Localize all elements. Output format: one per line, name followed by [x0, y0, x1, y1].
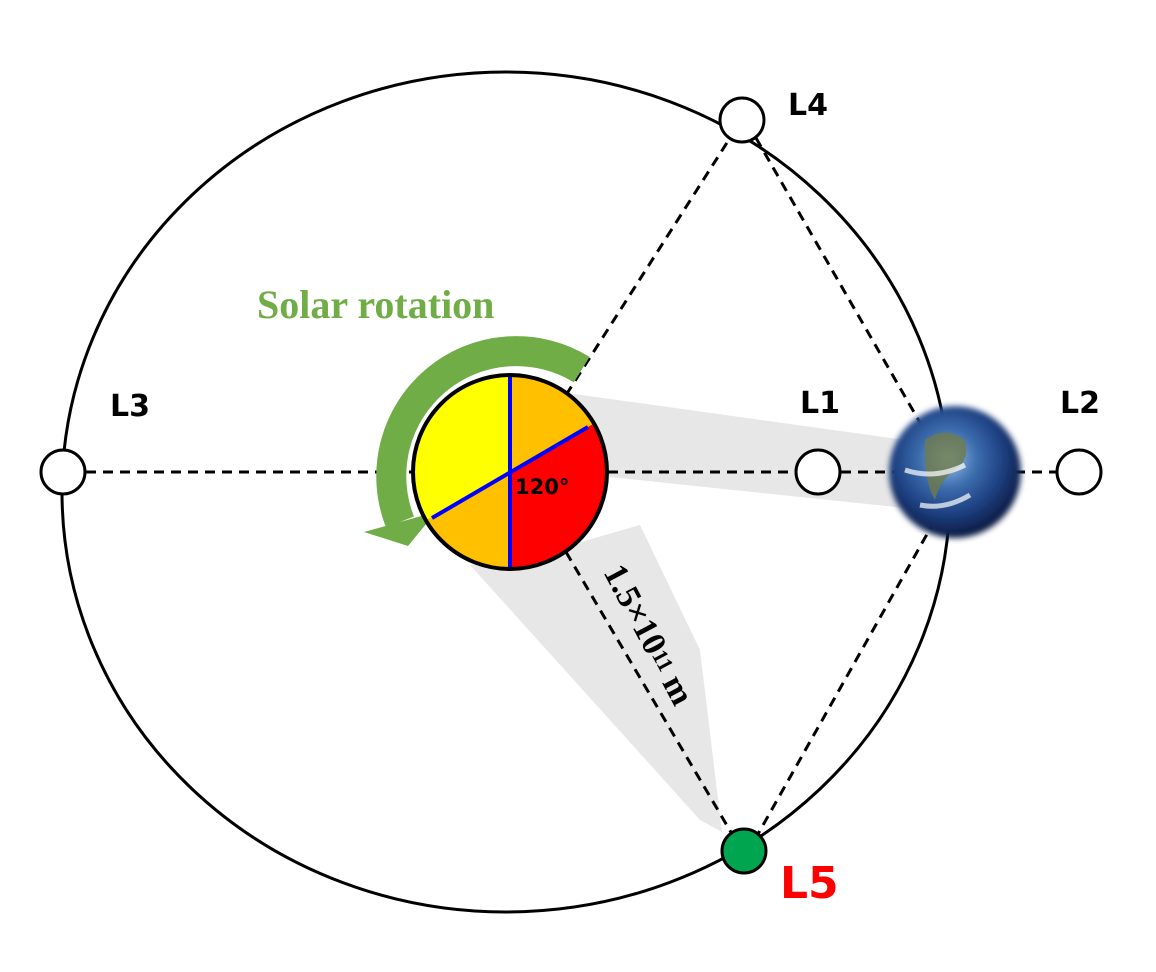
sun: [411, 373, 609, 571]
l2-point: [1055, 448, 1103, 496]
solar-rotation-arrow-icon: [364, 336, 590, 546]
l1-point: [794, 448, 842, 496]
l5-label: L5: [780, 858, 839, 909]
l3-point: [39, 448, 87, 496]
sun-earth-wedge: [560, 392, 905, 508]
l3-label: L3: [110, 389, 150, 424]
l2-label: L2: [1060, 386, 1100, 421]
l4-label: L4: [788, 88, 828, 123]
l4-point: [718, 96, 766, 144]
l5-point: [720, 827, 768, 875]
angle-label: 120°: [515, 475, 569, 499]
dashed-lines: [86, 137, 1056, 835]
sun-l5-wedge: [470, 525, 722, 832]
solar-rotation-title: Solar rotation: [257, 282, 494, 327]
earth-icon: [889, 406, 1021, 538]
l1-label: L1: [800, 386, 840, 421]
